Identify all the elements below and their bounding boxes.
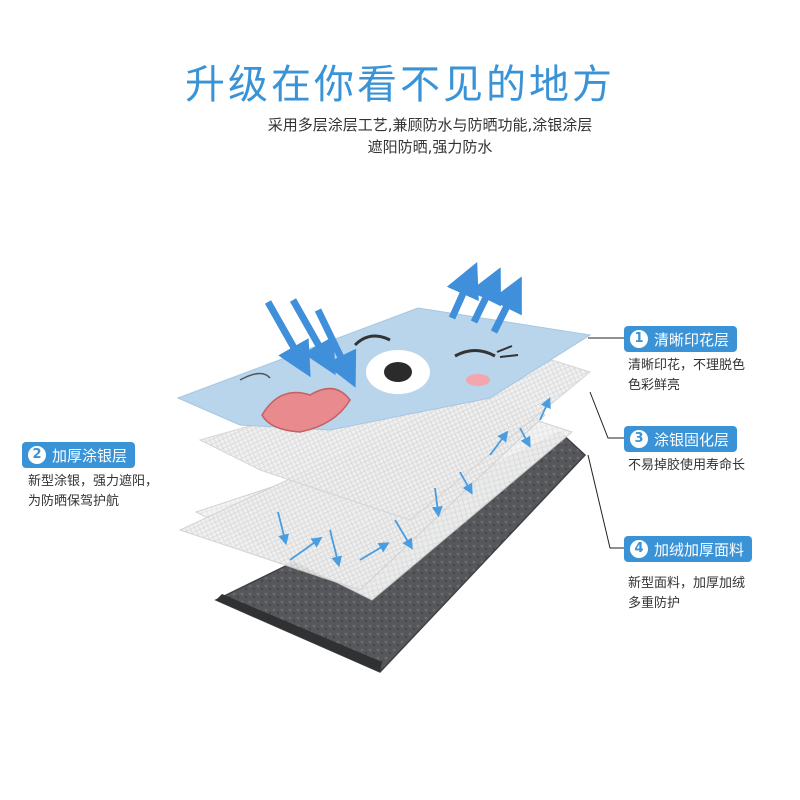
layer-3-name: 涂银固化层 [654,430,730,449]
layer-4-description: 新型面料，加厚加绒 多重防护 [628,574,745,614]
layer-1-desc-line-1: 清晰印花，不理脱色 [628,358,746,373]
sunlight-arrows [264,298,357,388]
layer-4-desc-line-1: 新型面料，加厚加绒 [628,576,746,591]
layer-1-number: 1 [630,330,648,348]
layer-3-description: 不易掉胶使用寿命长 [628,456,745,476]
airflow-arrows [277,397,551,568]
reflected-arrows [446,262,522,334]
label-thick-silver-layer: 2 加厚涂银层 [22,442,136,468]
layer-4-name: 加绒加厚面料 [654,540,745,559]
layer-4-desc-line-2: 多重防护 [628,596,681,611]
layer-1-description: 清晰印花，不理脱色 色彩鲜亮 [628,356,745,396]
layer-1-name: 清晰印花层 [654,330,730,349]
layer-2-name: 加厚涂银层 [52,446,128,465]
layer-1-desc-line-2: 色彩鲜亮 [628,378,681,393]
page-subtitle: 采用多层涂层工艺,兼顾防水与防晒功能,涂银涂层 遮阳防晒,强力防水 [230,114,630,158]
layer-2-desc-line-2: 为防晒保驾护航 [28,494,120,509]
layer-2-description: 新型涂银，强力遮阳， 为防晒保驾护航 [28,472,158,512]
label-fleece-fabric-layer: 4 加绒加厚面料 [624,536,753,562]
layer-3-number: 3 [630,430,648,448]
printed-layer [176,307,592,433]
layer-2-number: 2 [28,446,46,464]
subtitle-line-2: 遮阳防晒,强力防水 [367,138,493,156]
layer-4-number: 4 [630,540,648,558]
page-title: 升级在你看不见的地方 [185,62,615,108]
cartoon-face-illustration [239,334,519,433]
layer-2-desc-line-1: 新型涂银，强力遮阳， [28,474,159,489]
label-printed-layer: 1 清晰印花层 [624,326,738,352]
subtitle-line-1: 采用多层涂层工艺,兼顾防水与防晒功能,涂银涂层 [267,116,593,134]
label-silver-curing-layer: 3 涂银固化层 [624,426,738,452]
leader-lines [587,337,624,549]
layer-3-desc-line-1: 不易掉胶使用寿命长 [628,458,746,473]
